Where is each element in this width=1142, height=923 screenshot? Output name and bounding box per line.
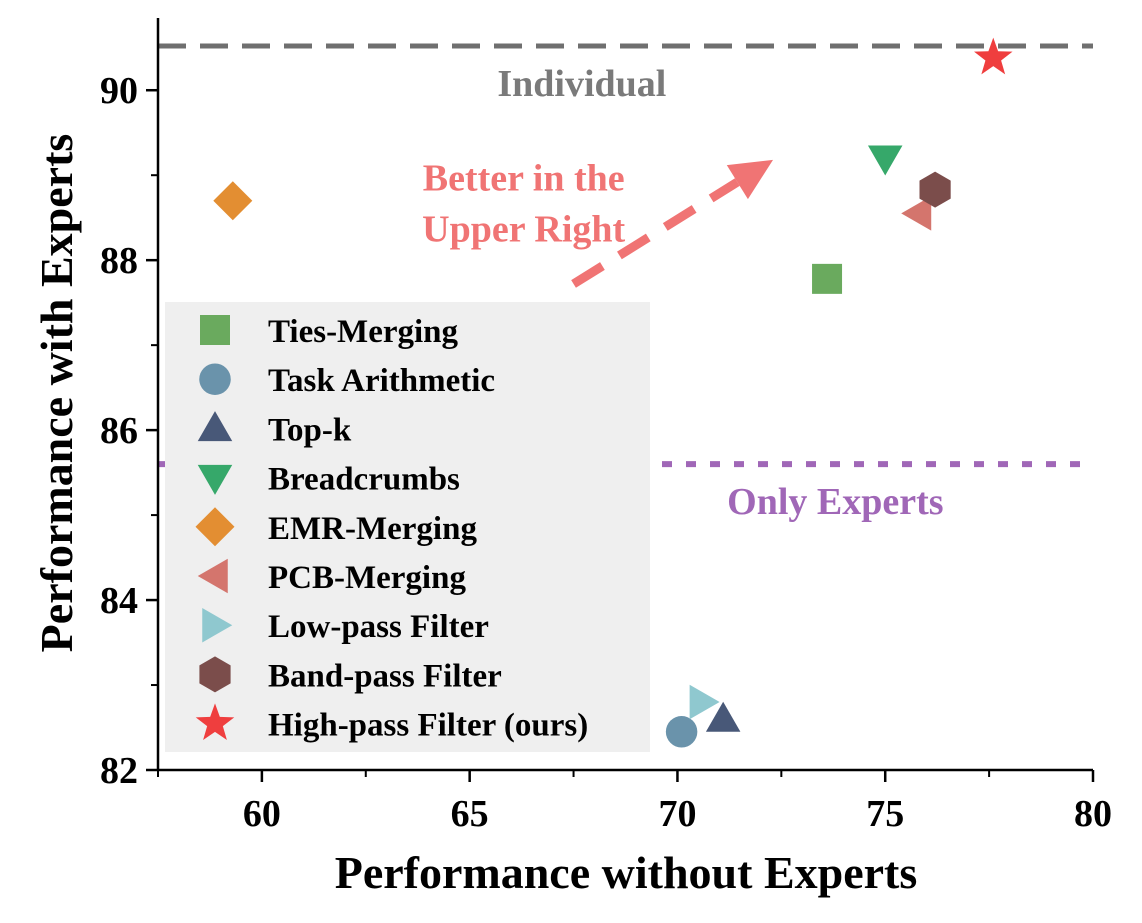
y-tick-label: 86 bbox=[100, 410, 138, 452]
x-tick-label: 70 bbox=[658, 793, 696, 835]
legend-marker-task-arithmetic bbox=[199, 363, 231, 395]
legend-marker-ties-merging bbox=[200, 315, 230, 345]
only-experts-reference-label: Only Experts bbox=[727, 481, 943, 523]
legend-marker-pcb-merging bbox=[197, 558, 228, 594]
y-tick-label: 82 bbox=[100, 750, 138, 792]
axes-layer: 60 65 70 75 80 82 84 86 88 90 bbox=[100, 18, 1112, 835]
data-point-high-pass-filter-ours bbox=[974, 37, 1013, 75]
legend-label-ties-merging: Ties-Merging bbox=[268, 314, 459, 350]
data-point-top-k bbox=[705, 701, 741, 732]
legend-marker-high-pass-filter-ours bbox=[195, 703, 235, 740]
y-tick-label: 84 bbox=[100, 580, 138, 622]
legend-label-task-arithmetic: Task Arithmetic bbox=[268, 363, 495, 399]
x-tick-label: 60 bbox=[243, 793, 281, 835]
x-tick-label: 75 bbox=[866, 793, 904, 835]
data-point-band-pass-filter bbox=[919, 171, 951, 208]
legend-label-pcb-merging: PCB-Merging bbox=[268, 560, 466, 596]
y-tick-label: 88 bbox=[100, 240, 138, 282]
legend-label-top-k: Top-k bbox=[268, 412, 352, 448]
legend-marker-band-pass-filter bbox=[199, 656, 231, 693]
y-tick-label: 90 bbox=[100, 70, 138, 112]
legend-label-high-pass-filter-ours: High-pass Filter (ours) bbox=[268, 708, 588, 744]
legend-label-emr-merging: EMR-Merging bbox=[268, 511, 477, 547]
legend-marker-low-pass-filter bbox=[202, 607, 233, 643]
data-point-task-arithmetic bbox=[665, 716, 698, 748]
data-point-emr-merging bbox=[213, 181, 253, 221]
legend-label-breadcrumbs: Breadcrumbs bbox=[268, 462, 460, 498]
data-point-breadcrumbs bbox=[867, 145, 903, 176]
legend-label-band-pass-filter: Band-pass Filter bbox=[268, 658, 502, 694]
annotation-text-line-2: Upper Right bbox=[422, 208, 625, 250]
data-point-low-pass-filter bbox=[689, 684, 720, 720]
data-points-layer bbox=[213, 37, 1013, 748]
annotation-arrow-shaft bbox=[571, 178, 740, 288]
legend-marker-emr-merging bbox=[195, 507, 235, 547]
legend-background bbox=[165, 302, 650, 752]
x-axis-label: Performance without Experts bbox=[335, 847, 918, 898]
data-point-ties-merging bbox=[812, 263, 843, 294]
x-tick-label: 80 bbox=[1074, 793, 1112, 835]
legend-label-low-pass-filter: Low-pass Filter bbox=[268, 609, 489, 645]
individual-reference-label: Individual bbox=[497, 63, 666, 105]
annotation-arrow-head bbox=[726, 159, 774, 200]
annotation-text-line-1: Better in the bbox=[423, 157, 625, 199]
y-axis-label: Performance with Experts bbox=[31, 134, 82, 653]
data-point-pcb-merging bbox=[901, 196, 932, 231]
x-tick-label: 65 bbox=[451, 793, 489, 835]
legend-marker-breadcrumbs bbox=[197, 464, 233, 495]
legend-marker-top-k bbox=[197, 411, 233, 442]
